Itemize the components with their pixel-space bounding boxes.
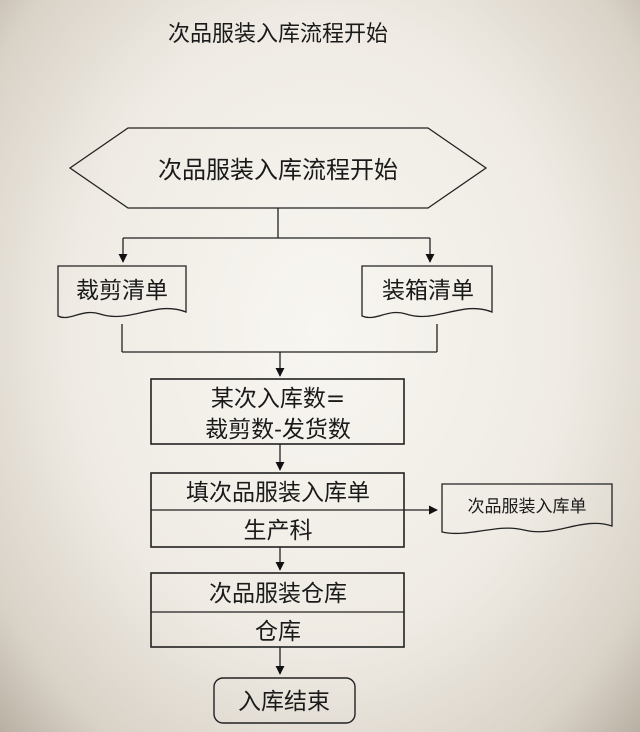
count-process-box (150, 378, 405, 445)
warehouse-box (150, 572, 405, 648)
pack-list-label: 装箱清单 (382, 278, 474, 304)
end-terminator (213, 677, 356, 724)
production-dept-label: 生产科 (244, 518, 313, 544)
fill-form-label: 填次品服装入库单 (186, 480, 370, 506)
count-label-line1: 某次入库数= (211, 386, 345, 412)
warehouse-dept-label: 仓库 (255, 619, 301, 645)
start-label: 次品服装入库流程开始 (158, 156, 398, 184)
start-hexagon (68, 127, 488, 209)
page-title: 次品服装入库流程开始 (168, 22, 388, 47)
pack-list-document (361, 265, 493, 319)
cut-list-document (57, 265, 187, 319)
output-document (441, 483, 613, 535)
count-label-line2: 裁剪数-发货数 (205, 417, 351, 443)
cut-list-label: 裁剪清单 (76, 278, 168, 304)
warehouse-label: 次品服装仓库 (209, 581, 347, 607)
end-label: 入库结束 (238, 689, 330, 715)
output-doc-label: 次品服装入库单 (468, 497, 587, 517)
